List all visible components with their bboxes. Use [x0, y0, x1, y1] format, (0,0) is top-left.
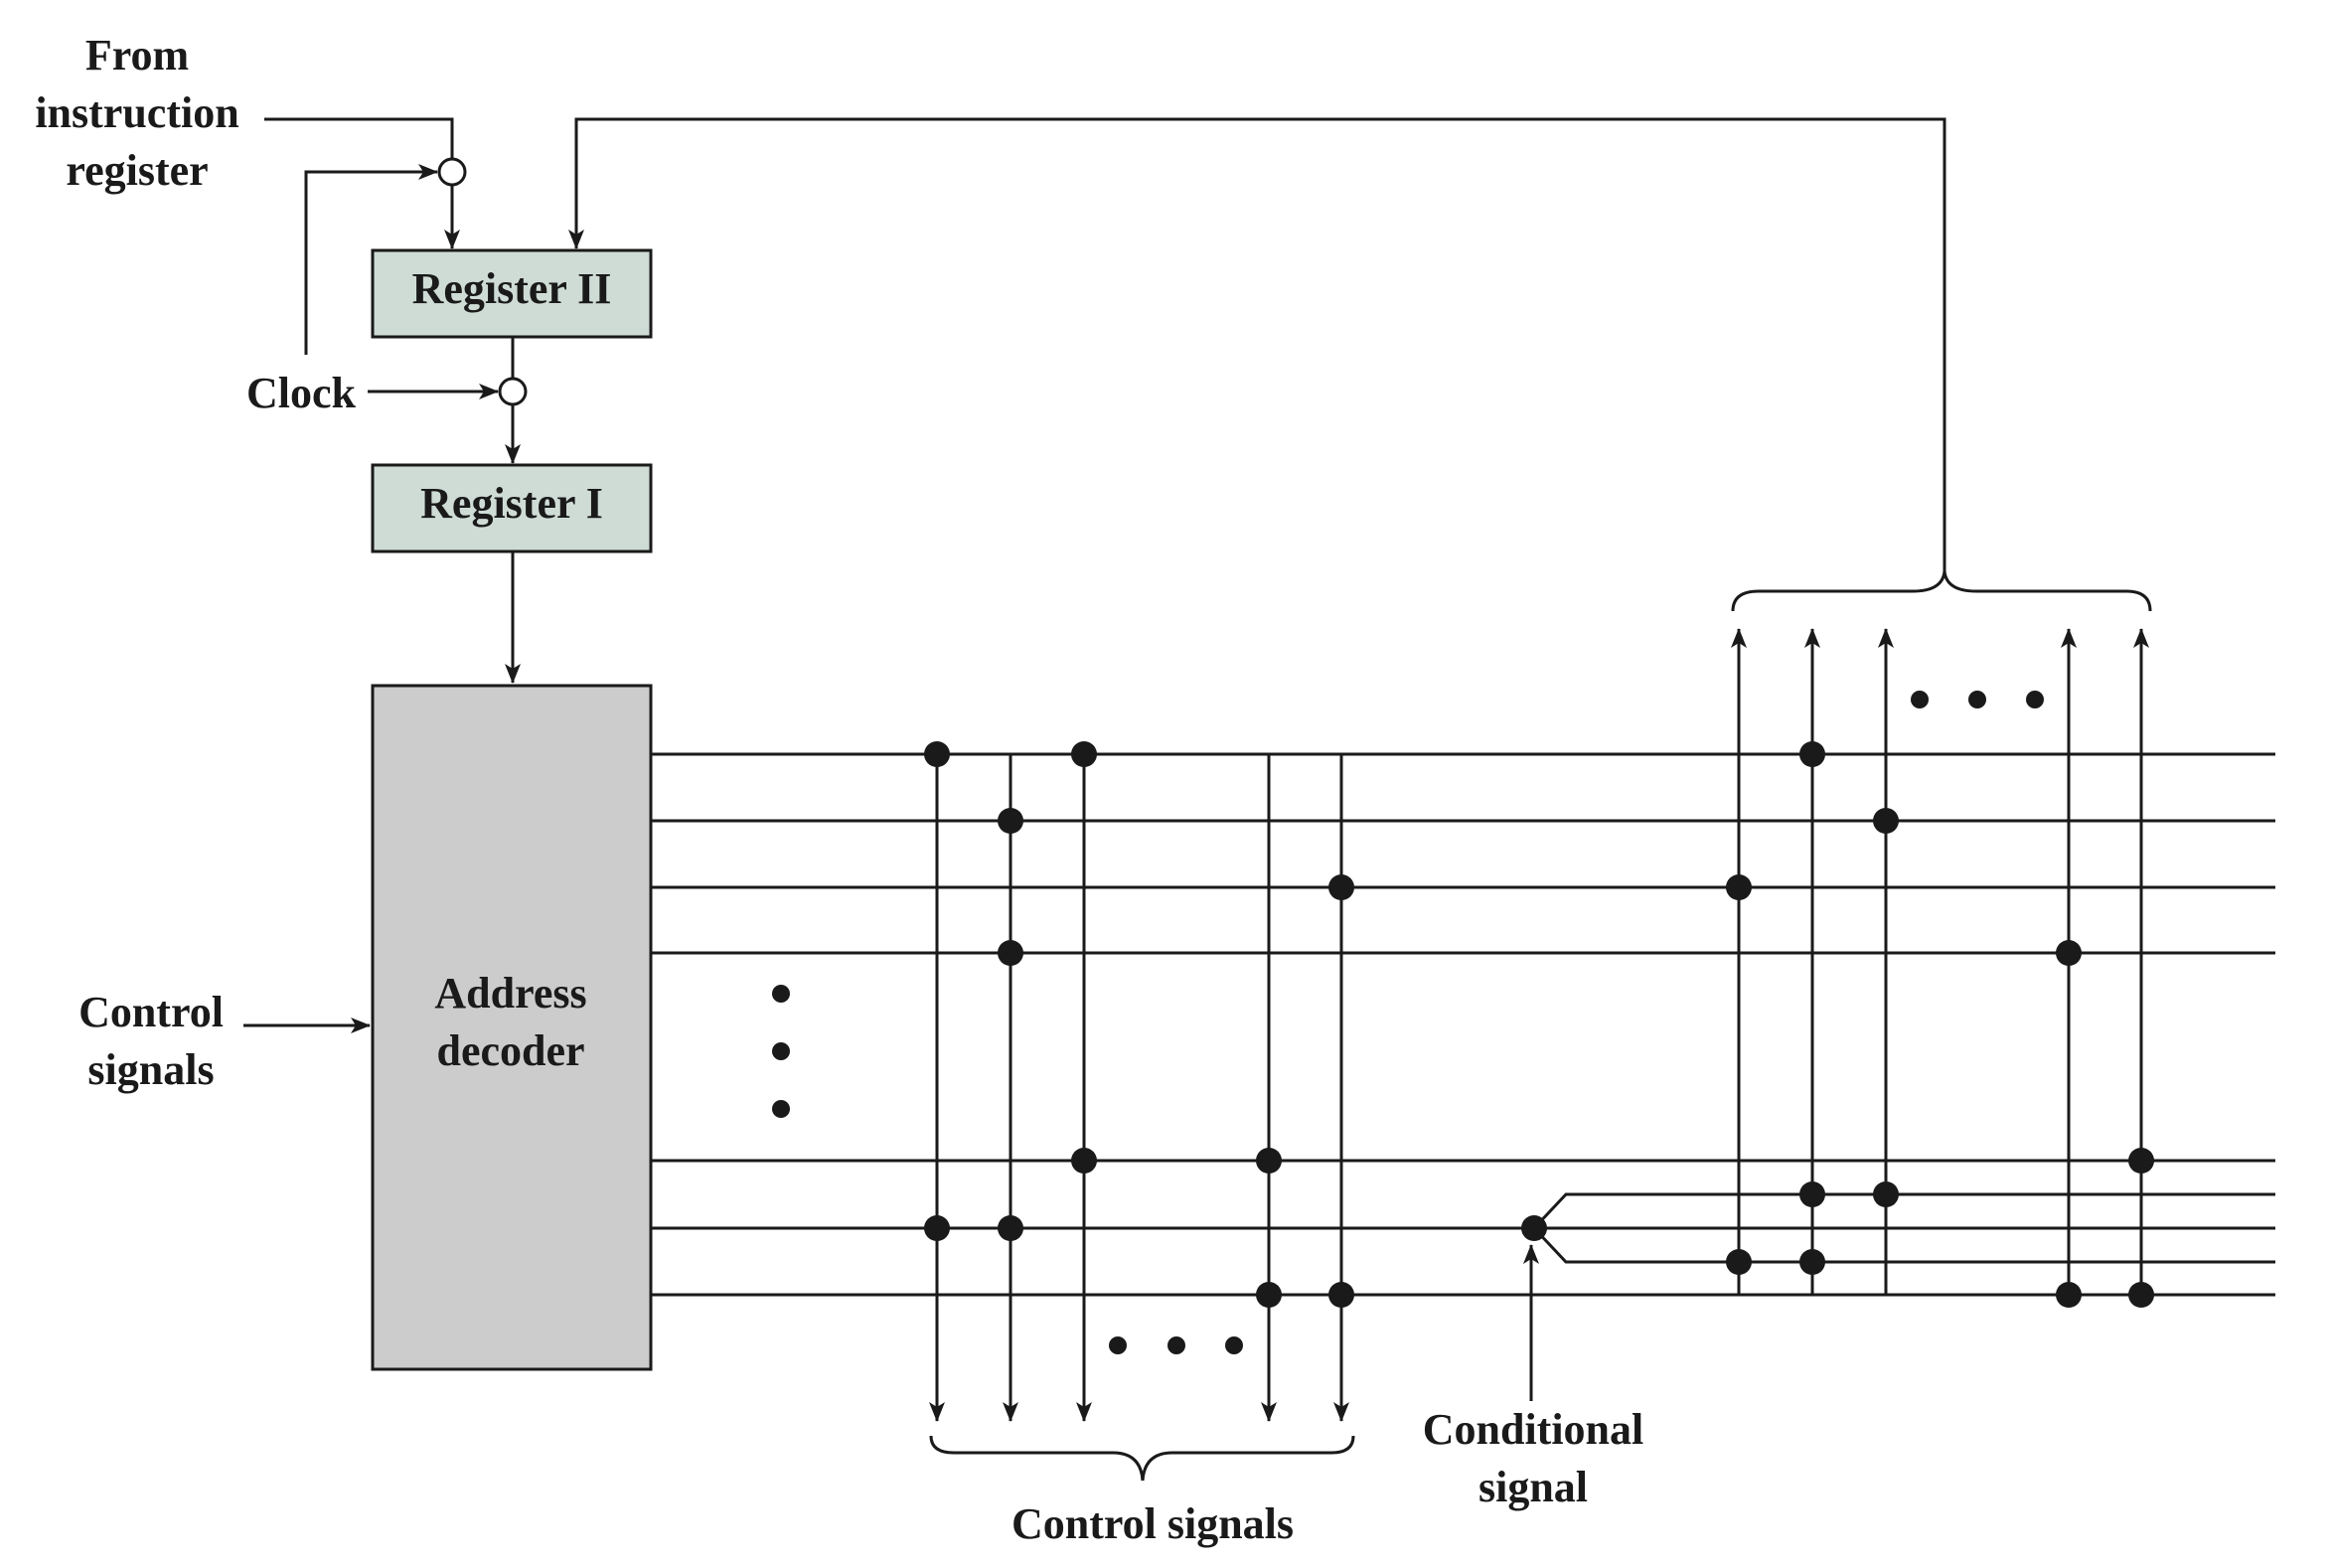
address-decoder-box — [371, 684, 653, 1371]
svg-text:register: register — [66, 146, 208, 195]
svg-text:From: From — [85, 31, 189, 79]
upper-clock-gate — [437, 157, 467, 187]
svg-text:decoder: decoder — [436, 1026, 584, 1075]
row-ellipsis — [772, 985, 790, 1118]
clock-to-upper-gate-wire — [304, 164, 438, 355]
control-columns-ellipsis — [1109, 1336, 1243, 1354]
address-decoder-label: Address decoder — [434, 969, 586, 1075]
register-ii-box — [371, 248, 653, 339]
control-signals-input-label: Control signals — [78, 988, 224, 1094]
register-ii-label: Register II — [412, 264, 612, 313]
branch-line-upper — [1532, 1192, 2275, 1230]
address-columns-ellipsis — [1911, 691, 2044, 708]
from-instruction-register-label: From instruction register — [35, 31, 238, 195]
conditional-branch-lines — [1532, 1192, 2275, 1264]
svg-text:Address: Address — [434, 969, 586, 1018]
word-lines — [651, 752, 2275, 1297]
svg-text:signals: signals — [87, 1045, 214, 1094]
svg-text:instruction: instruction — [35, 88, 238, 137]
clock-label: Clock — [246, 369, 357, 417]
next-address-feedback-wire — [568, 117, 1946, 574]
register-i-label: Register I — [420, 479, 603, 528]
svg-text:Control: Control — [78, 988, 224, 1036]
svg-text:signal: signal — [1478, 1463, 1588, 1511]
connection-dots — [924, 741, 2154, 1308]
control-signals-output-label: Control signals — [1011, 1499, 1294, 1548]
next-address-brace — [1731, 570, 2152, 612]
conditional-signal-label: Conditional signal — [1423, 1405, 1644, 1511]
control-signals-brace — [929, 1435, 1355, 1482]
lower-clock-gate — [498, 377, 528, 406]
control-bit-lines — [929, 754, 1349, 1422]
branch-line-lower — [1532, 1226, 2275, 1264]
conditional-junction-dot — [1521, 1215, 1547, 1241]
instruction-register-wire — [264, 117, 454, 159]
svg-text:Conditional: Conditional — [1423, 1405, 1644, 1454]
